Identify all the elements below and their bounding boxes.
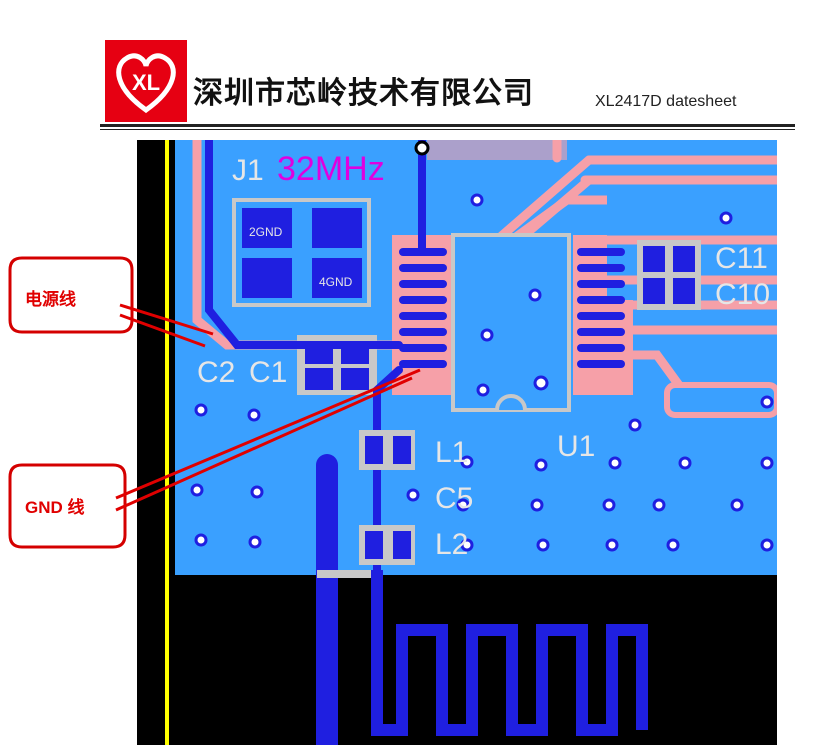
document-title: XL2417D datesheet (595, 93, 737, 110)
label-2gnd: 2GND (249, 225, 283, 239)
power-callout-label: 电源线 (25, 289, 76, 309)
gnd-callout-label: GND 线 (25, 497, 85, 517)
label-c1: C1 (249, 356, 287, 389)
company-name: 深圳市芯岭技术有限公司 (193, 76, 534, 111)
label-l2: L2 (435, 528, 468, 561)
label-u1: U1 (557, 430, 595, 463)
board-edge (165, 140, 169, 745)
heart-icon (116, 53, 176, 114)
company-logo: XL (105, 40, 187, 122)
label-4gnd: 4GND (319, 275, 353, 289)
label-l1: L1 (435, 436, 468, 469)
power-callout-box (8, 256, 134, 334)
logo-text: XL (132, 70, 160, 95)
label-c5: C5 (435, 482, 473, 515)
meander-antenna (371, 570, 648, 736)
header-rule-thin (100, 129, 795, 130)
u1-footprint (451, 233, 571, 412)
label-c2: C2 (197, 356, 235, 389)
header-rule (100, 124, 795, 127)
label-c10: C10 (715, 278, 770, 311)
label-j1: J1 (232, 154, 264, 187)
label-32mhz: 32MHz (277, 150, 385, 188)
u1-pins (399, 248, 625, 368)
gnd-callout-box (8, 463, 127, 549)
pcb-layout-image: J1 32MHz 2GND 4GND C11 C10 C2 C1 L1 C5 L… (137, 140, 777, 745)
label-c11: C11 (715, 242, 768, 275)
